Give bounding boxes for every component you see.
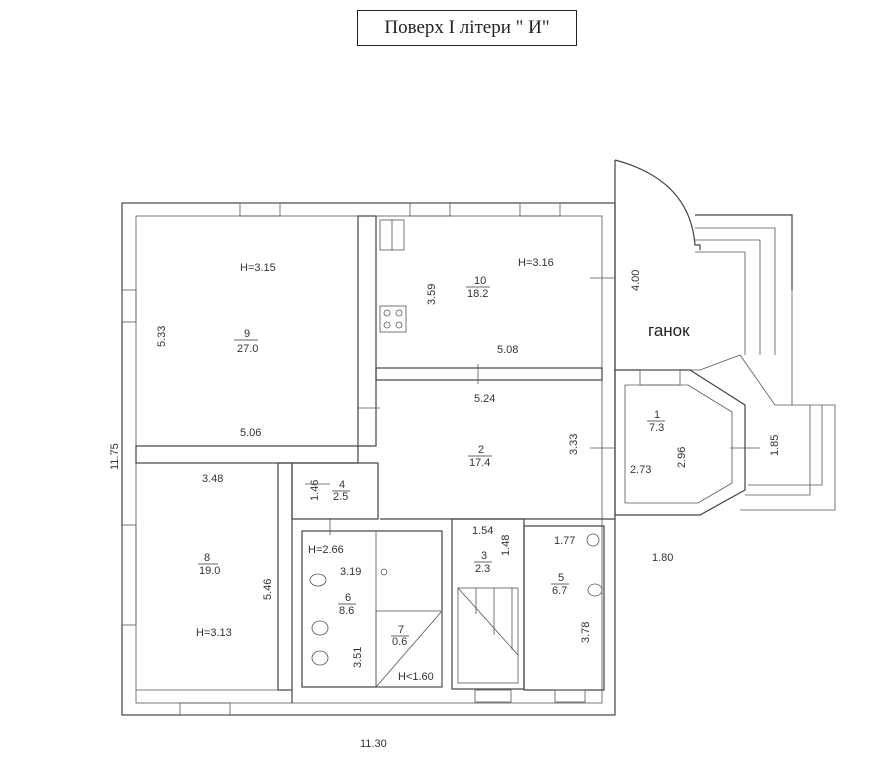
dim-r8-width: 3.48 bbox=[202, 473, 223, 485]
room-10-area: 18.2 bbox=[467, 288, 488, 300]
room-9-area: 27.0 bbox=[237, 343, 258, 355]
room-2-number: 2 bbox=[478, 444, 484, 456]
room-3-area: 2.3 bbox=[475, 563, 490, 575]
room-4-area: 2.5 bbox=[333, 491, 348, 503]
dim-r1-height: 2.96 bbox=[676, 447, 688, 468]
room-3-number: 3 bbox=[481, 550, 487, 562]
washbasin-2-icon bbox=[587, 583, 603, 597]
porch-label: ганок bbox=[648, 321, 690, 340]
dim-overall-height: 11.75 bbox=[109, 443, 121, 470]
dim-r3-height: 1.48 bbox=[500, 535, 512, 556]
dim-r4-height: 1.46 bbox=[309, 480, 321, 501]
interior-walls bbox=[135, 215, 615, 691]
dim-step-width: 1.85 bbox=[769, 435, 781, 456]
room-4-number: 4 bbox=[339, 479, 345, 491]
room-10-number: 10 bbox=[474, 275, 486, 287]
dim-overall-width: 11.30 bbox=[360, 738, 387, 750]
dim-r10-width: 5.08 bbox=[497, 344, 518, 356]
dimension-ticks bbox=[305, 277, 760, 535]
room-7-height: H<1.60 bbox=[398, 671, 434, 683]
drain-icon bbox=[380, 568, 388, 576]
dim-r6-height: 3.51 bbox=[352, 647, 364, 668]
dim-r8-height: 5.46 bbox=[262, 579, 274, 600]
boiler-icon bbox=[586, 533, 600, 547]
dimension-labels: 5.33 5.06 3.59 5.08 4.00 5.24 3.33 2.73 … bbox=[109, 270, 781, 750]
room-8-height: H=3.13 bbox=[196, 627, 232, 639]
washbasin-icon bbox=[309, 573, 327, 587]
room-6-height: H=2.66 bbox=[308, 544, 344, 556]
room-9-number: 9 bbox=[244, 328, 250, 340]
bidet-icon bbox=[311, 650, 329, 666]
dim-r5-height: 3.78 bbox=[580, 622, 592, 643]
room-7-number: 7 bbox=[398, 624, 404, 636]
dim-r3-width: 1.54 bbox=[472, 525, 493, 537]
room-1-number: 1 bbox=[654, 409, 660, 421]
room-5-area: 6.7 bbox=[552, 585, 567, 597]
dim-r9-width: 5.06 bbox=[240, 427, 261, 439]
dim-r9-height: 5.33 bbox=[156, 326, 168, 347]
toilet-icon bbox=[311, 620, 329, 636]
dim-r5-width: 1.77 bbox=[554, 535, 575, 547]
dim-r2-height: 3.33 bbox=[568, 434, 580, 455]
windows bbox=[121, 202, 681, 716]
room-labels: H=3.15 9 27.0 H=3.16 10 18.2 1 7.3 2 17.… bbox=[196, 257, 665, 683]
room-8-number: 8 bbox=[204, 552, 210, 564]
room-8-area: 19.0 bbox=[199, 565, 220, 577]
stove-icon bbox=[379, 305, 407, 333]
dim-r2-width: 5.24 bbox=[474, 393, 495, 405]
fixtures bbox=[309, 219, 603, 666]
room-6-number: 6 bbox=[345, 592, 351, 604]
dim-r1-width: 2.73 bbox=[630, 464, 651, 476]
dim-r5-offset: 1.80 bbox=[652, 552, 673, 564]
room-6-area: 8.6 bbox=[339, 605, 354, 617]
porch-structure bbox=[614, 159, 836, 516]
room-1-area: 7.3 bbox=[649, 422, 664, 434]
dim-porch-depth: 4.00 bbox=[630, 270, 642, 291]
room-5-number: 5 bbox=[558, 572, 564, 584]
plan-title: Поверх І літери " И" bbox=[357, 10, 577, 46]
room-2-area: 17.4 bbox=[469, 457, 490, 469]
dim-r6-width: 3.19 bbox=[340, 566, 361, 578]
room-10-height: H=3.16 bbox=[518, 257, 554, 269]
room-9-height: H=3.15 bbox=[240, 262, 276, 274]
room-7-area: 0.6 bbox=[392, 636, 407, 648]
dim-r10-height: 3.59 bbox=[426, 284, 438, 305]
